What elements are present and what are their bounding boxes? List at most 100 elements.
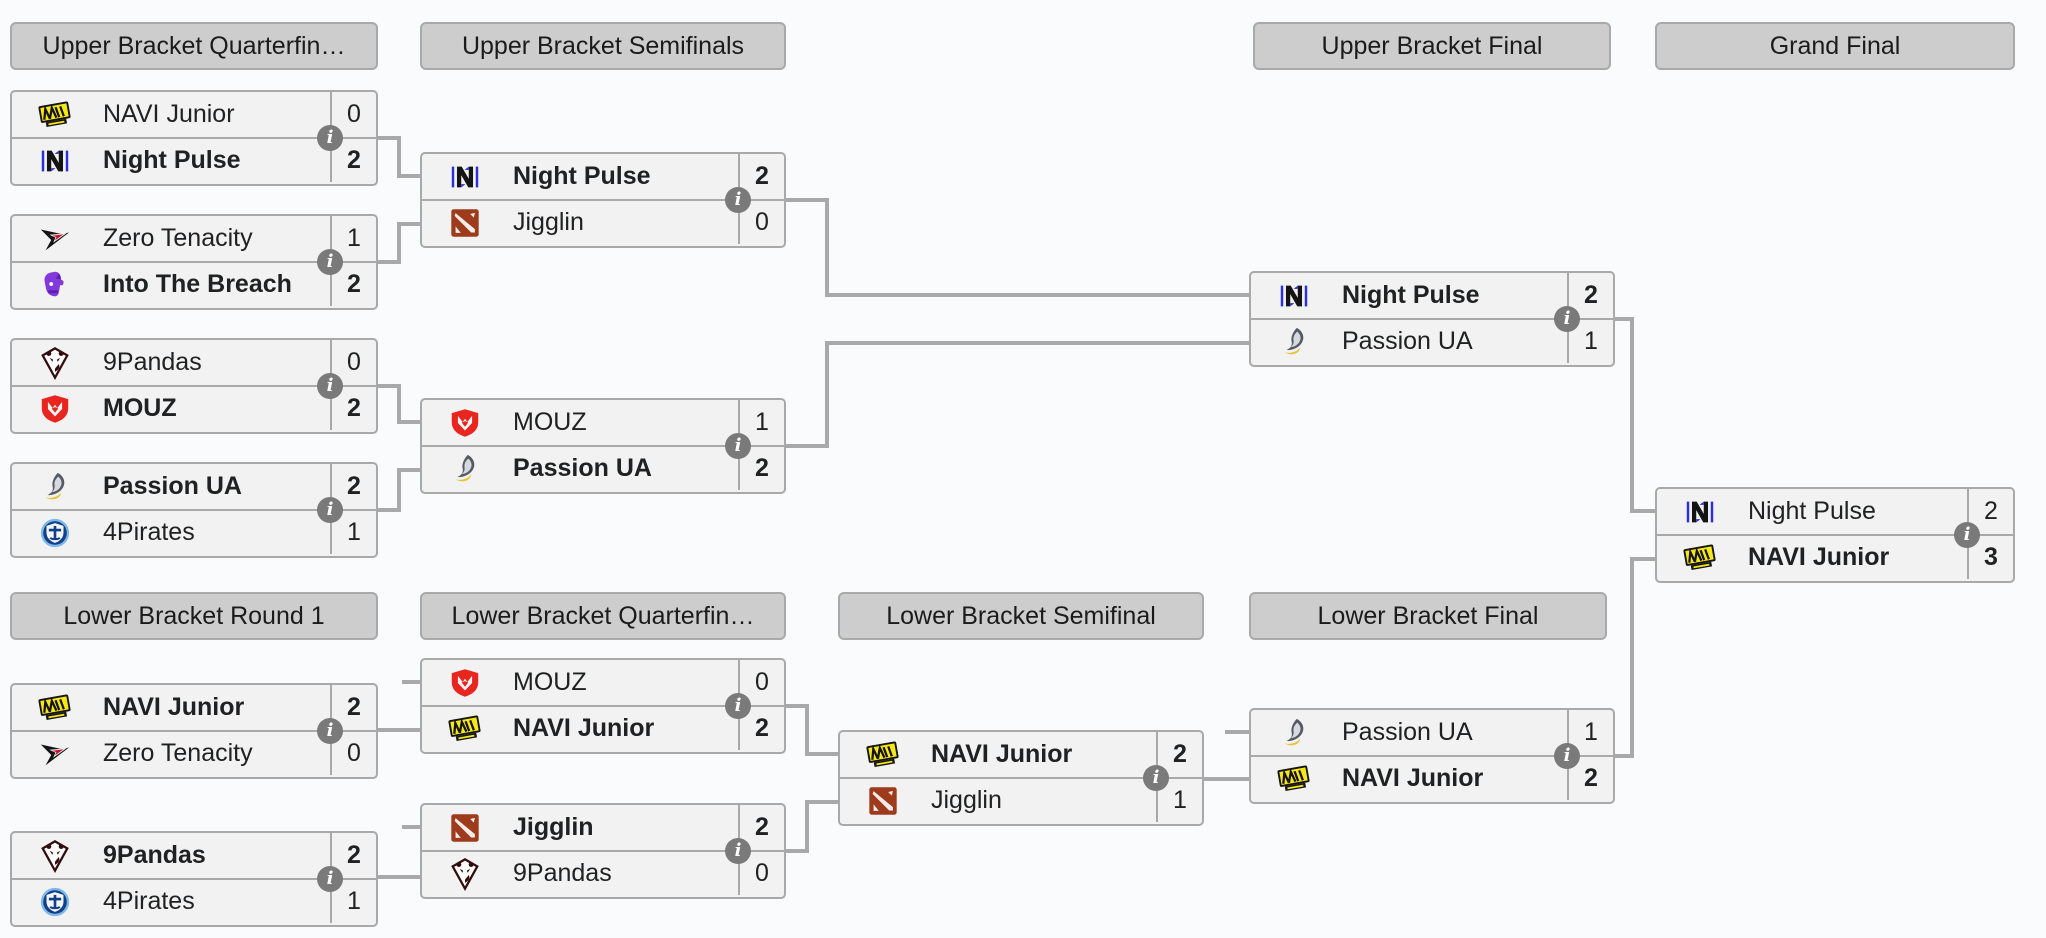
match-info-icon[interactable]: i: [317, 249, 343, 275]
night-pulse-logo-icon: [1271, 279, 1317, 313]
team-row-9pandas[interactable]: 9Pandas 2: [12, 833, 376, 878]
team-name: Into The Breach: [103, 270, 292, 298]
match-info-icon[interactable]: i: [725, 187, 751, 213]
navi-junior-logo-icon: [860, 738, 906, 772]
round-header-grand-final: Grand Final: [1655, 22, 2015, 70]
bracket-connector-line: [378, 384, 399, 388]
bracket-connector-line: [805, 752, 838, 756]
round-header-upper-bracket-final: Upper Bracket Final: [1253, 22, 1611, 70]
team-row-night-pulse[interactable]: Night Pulse 2: [1251, 273, 1613, 318]
team-score: 2: [1567, 273, 1613, 318]
team-row-mouz[interactable]: MOUZ 0: [422, 660, 784, 705]
match-ub-quarterfinal-1: NAVI Junior 0 Night Pulse 2 i: [10, 90, 378, 186]
team-row-4pirates[interactable]: 4Pirates 1: [12, 509, 376, 554]
team-row-zero-tenacity[interactable]: Zero Tenacity 1: [12, 216, 376, 261]
bracket-connector-stub: [402, 825, 420, 829]
team-name: MOUZ: [513, 668, 587, 696]
team-name: 9Pandas: [513, 859, 612, 887]
night-pulse-logo-icon: [32, 144, 78, 178]
team-row-navi-junior[interactable]: NAVI Junior 2: [1251, 755, 1613, 800]
match-grand-final: Night Pulse 2 NAVI Junior 3 i: [1655, 487, 2015, 583]
team-row-night-pulse[interactable]: Night Pulse 2: [422, 154, 784, 199]
team-name: MOUZ: [103, 394, 177, 422]
team-row-passion-ua[interactable]: Passion UA 1: [1251, 318, 1613, 363]
team-row-jigglin[interactable]: Jigglin 1: [840, 777, 1202, 822]
team-row-jigglin[interactable]: Jigglin 0: [422, 199, 784, 244]
into-the-breach-logo-icon: [32, 268, 78, 302]
team-score: 2: [738, 447, 784, 490]
match-info-icon[interactable]: i: [317, 718, 343, 744]
team-row-navi-junior[interactable]: NAVI Junior 3: [1657, 534, 2013, 579]
team-name: Jigglin: [513, 208, 584, 236]
round-header-lower-bracket-semifinal: Lower Bracket Semifinal: [838, 592, 1204, 640]
match-info-icon[interactable]: i: [1554, 306, 1580, 332]
match-info-icon[interactable]: i: [317, 866, 343, 892]
team-row-zero-tenacity[interactable]: Zero Tenacity 0: [12, 730, 376, 775]
bracket-connector-line: [397, 222, 420, 226]
team-score: 2: [330, 464, 376, 509]
bracket-connector-line: [1630, 557, 1655, 561]
team-row-navi-junior[interactable]: NAVI Junior 2: [840, 732, 1202, 777]
match-info-icon[interactable]: i: [725, 693, 751, 719]
9pandas-logo-icon: [32, 346, 78, 380]
team-score: 2: [738, 707, 784, 750]
match-info-icon[interactable]: i: [317, 497, 343, 523]
team-row-night-pulse[interactable]: Night Pulse 2: [12, 137, 376, 182]
team-score: 0: [330, 732, 376, 775]
match-info-icon[interactable]: i: [1954, 522, 1980, 548]
team-row-passion-ua[interactable]: Passion UA 1: [1251, 710, 1613, 755]
team-score: 2: [1967, 489, 2013, 534]
team-name: NAVI Junior: [103, 100, 235, 128]
team-name: 4Pirates: [103, 518, 195, 546]
team-row-passion-ua[interactable]: Passion UA 2: [422, 445, 784, 490]
match-info-icon[interactable]: i: [1554, 743, 1580, 769]
team-row-navi-junior[interactable]: NAVI Junior 0: [12, 92, 376, 137]
team-name: Zero Tenacity: [103, 224, 253, 252]
4pirates-logo-icon: [32, 885, 78, 919]
bracket-connector-line: [1204, 777, 1249, 781]
match-lb-round1-1: NAVI Junior 2 Zero Tenacity 0 i: [10, 683, 378, 779]
team-row-navi-junior[interactable]: NAVI Junior 2: [12, 685, 376, 730]
bracket-connector-line: [397, 468, 420, 472]
team-name: Passion UA: [513, 454, 652, 482]
team-row-mouz[interactable]: MOUZ 2: [12, 385, 376, 430]
navi-junior-logo-icon: [442, 712, 488, 746]
bracket-connector-line: [786, 704, 809, 708]
team-name: Night Pulse: [103, 146, 241, 174]
team-row-into-the-breach[interactable]: Into The Breach 2: [12, 261, 376, 306]
team-row-navi-junior[interactable]: NAVI Junior 2: [422, 705, 784, 750]
team-name: NAVI Junior: [103, 693, 245, 721]
match-info-icon[interactable]: i: [1143, 765, 1169, 791]
team-score: 0: [738, 201, 784, 244]
match-ub-semifinal-2: MOUZ 1 Passion UA 2 i: [420, 398, 786, 494]
night-pulse-logo-icon: [442, 160, 488, 194]
match-info-icon[interactable]: i: [317, 125, 343, 151]
team-name: NAVI Junior: [1342, 764, 1484, 792]
team-name: 9Pandas: [103, 348, 202, 376]
match-ub-semifinal-1: Night Pulse 2 Jigglin 0 i: [420, 152, 786, 248]
team-row-4pirates[interactable]: 4Pirates 1: [12, 878, 376, 923]
team-name: NAVI Junior: [1748, 543, 1890, 571]
team-name: MOUZ: [513, 408, 587, 436]
team-row-jigglin[interactable]: Jigglin 2: [422, 805, 784, 850]
team-row-mouz[interactable]: MOUZ 1: [422, 400, 784, 445]
team-row-passion-ua[interactable]: Passion UA 2: [12, 464, 376, 509]
bracket-connector-line: [1615, 317, 1634, 321]
bracket-connector-line: [397, 136, 401, 178]
team-score: 2: [1156, 732, 1202, 777]
match-info-icon[interactable]: i: [317, 373, 343, 399]
team-score: 2: [330, 263, 376, 306]
team-row-9pandas[interactable]: 9Pandas 0: [422, 850, 784, 895]
team-name: Passion UA: [1342, 718, 1473, 746]
passion-ua-logo-icon: [1271, 325, 1317, 359]
team-row-9pandas[interactable]: 9Pandas 0: [12, 340, 376, 385]
match-lb-final: Passion UA 1 NAVI Junior 2 i: [1249, 708, 1615, 804]
match-info-icon[interactable]: i: [725, 838, 751, 864]
navi-junior-logo-icon: [1271, 762, 1317, 796]
bracket-connector-line: [786, 198, 829, 202]
team-score: 1: [330, 511, 376, 554]
team-score: 2: [330, 685, 376, 730]
match-info-icon[interactable]: i: [725, 433, 751, 459]
team-row-night-pulse[interactable]: Night Pulse 2: [1657, 489, 2013, 534]
